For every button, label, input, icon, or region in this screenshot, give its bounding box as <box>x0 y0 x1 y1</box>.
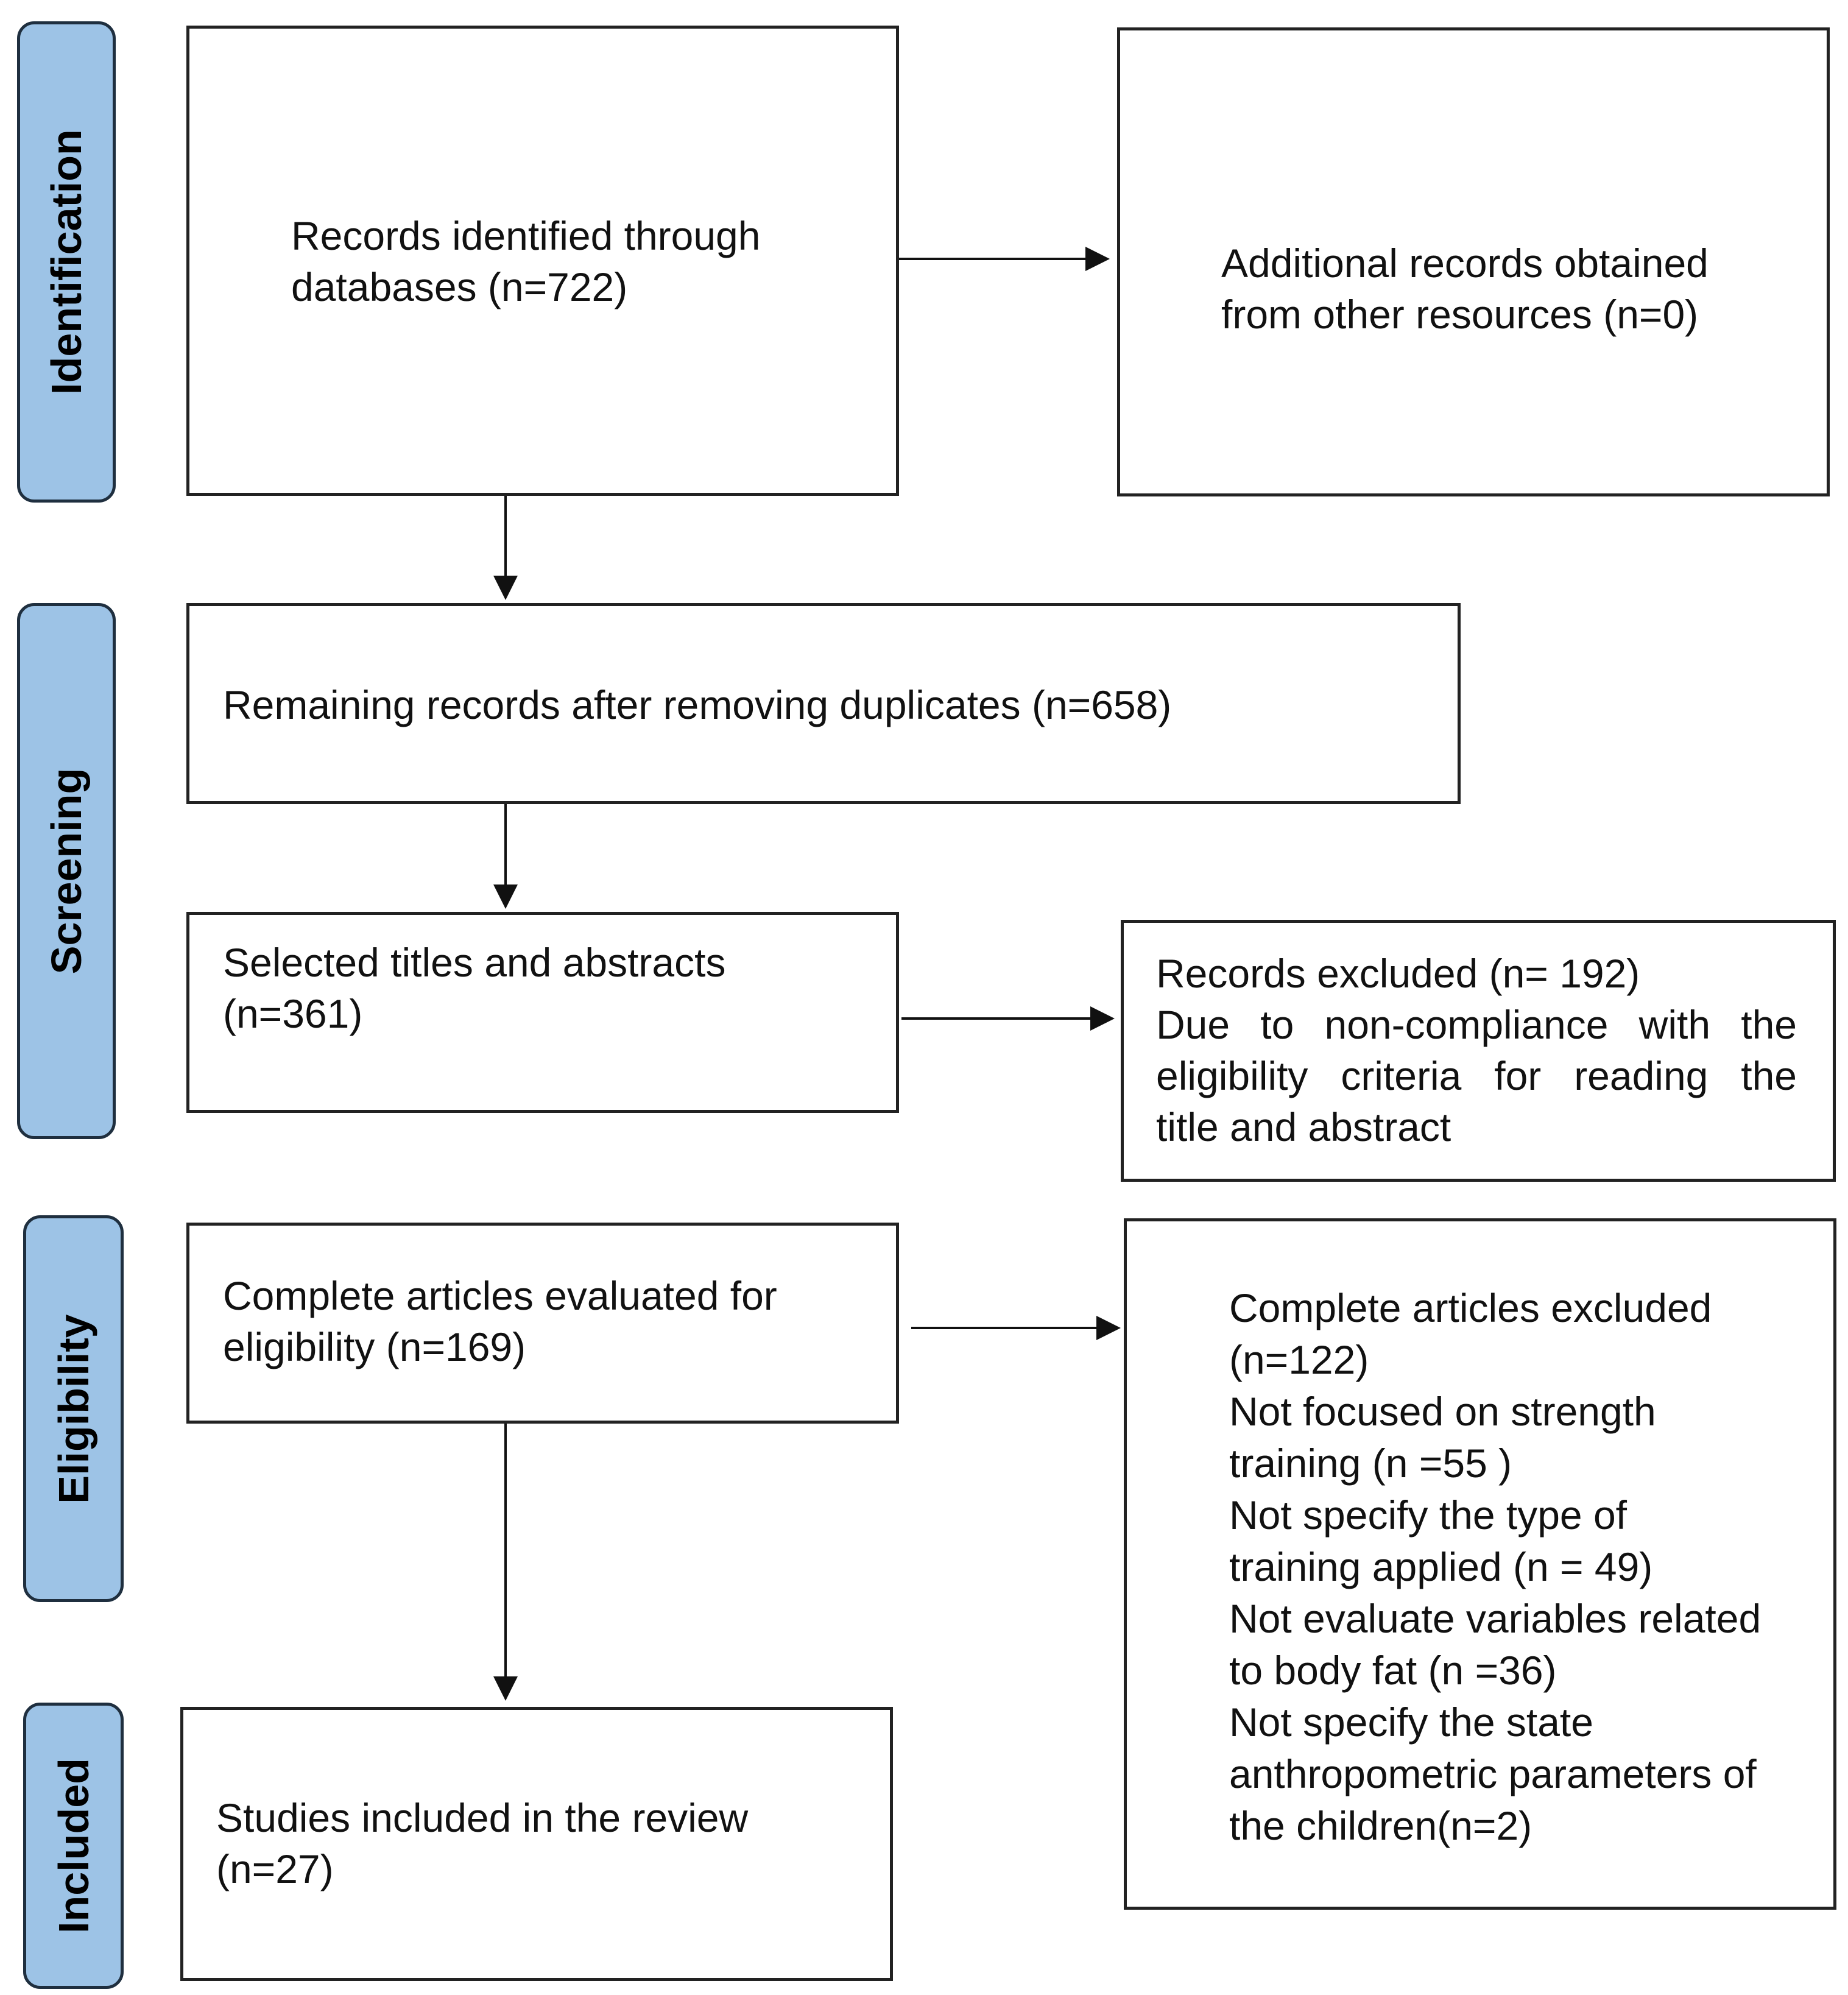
records-excluded-box <box>1121 920 1836 1182</box>
arrowhead <box>493 885 518 909</box>
remaining-records-text: Remaining records after removing duplica… <box>223 679 1171 730</box>
remaining-records-box <box>186 603 1461 804</box>
stage-screening: Screening <box>17 603 116 1139</box>
text-line: training (n =55 ) <box>1229 1441 1512 1486</box>
justified-line: Due to non-compliance with the <box>1156 1002 1797 1047</box>
stage-eligibility: Eligibility <box>23 1215 124 1602</box>
text-line: to body fat (n =36) <box>1229 1648 1557 1693</box>
records-identified-box <box>186 26 899 496</box>
text-line: Additional records obtained <box>1221 241 1709 286</box>
text-line: the children(n=2) <box>1229 1803 1532 1848</box>
studies-included-box <box>180 1707 893 1981</box>
text-line: Records identified through <box>291 213 761 258</box>
selected-titles-text: Selected titles and abstracts (n=361) <box>223 937 725 1039</box>
text-line: Not specify the state <box>1229 1700 1593 1745</box>
text-line: (n=361) <box>223 991 363 1036</box>
text-line: training applied (n = 49) <box>1229 1544 1653 1589</box>
text-line: anthropometric parameters of <box>1229 1751 1757 1796</box>
text-line: (n=27) <box>216 1846 334 1891</box>
additional-records-text: Additional records obtained from other r… <box>1221 238 1709 340</box>
justified-line: eligibility criteria for reading the <box>1156 1053 1797 1098</box>
text-line: Not specify the type of <box>1229 1492 1628 1538</box>
text-line: Not focused on strength <box>1229 1389 1656 1434</box>
complete-evaluated-text: Complete articles evaluated for eligibil… <box>223 1270 777 1372</box>
arrowhead <box>1096 1316 1121 1340</box>
text-line: from other resources (n=0) <box>1221 292 1699 337</box>
arrowhead <box>1085 247 1110 271</box>
arrowhead <box>1090 1006 1115 1031</box>
text-line: Selected titles and abstracts <box>223 940 726 985</box>
text-line: Records excluded (n= 192) <box>1156 951 1640 996</box>
complete-excluded-text: Complete articles excluded (n=122) Not f… <box>1229 1282 1761 1852</box>
arrowhead <box>493 1676 518 1701</box>
selected-titles-box <box>186 912 899 1113</box>
records-identified-text: Records identified through databases (n=… <box>291 210 760 312</box>
additional-records-box <box>1117 27 1830 496</box>
text-line: Studies included in the review <box>216 1795 749 1840</box>
arrowhead <box>493 576 518 600</box>
text-line: databases (n=722) <box>291 264 628 309</box>
text-line: Not evaluate variables related <box>1229 1596 1762 1641</box>
stage-identification: Identification <box>17 21 116 503</box>
text-line: Complete articles excluded <box>1229 1285 1712 1330</box>
text-line: eligibility (n=169) <box>223 1324 526 1369</box>
studies-included-text: Studies included in the review (n=27) <box>216 1792 748 1894</box>
records-excluded-text: Records excluded (n= 192) Due to non-com… <box>1156 948 1797 1153</box>
text-line: (n=122) <box>1229 1337 1369 1382</box>
text-line: title and abstract <box>1156 1104 1451 1149</box>
complete-evaluated-box <box>186 1223 899 1424</box>
text-line: Remaining records after removing duplica… <box>223 682 1172 727</box>
complete-excluded-box <box>1124 1218 1836 1910</box>
text-line: Complete articles evaluated for <box>223 1273 777 1318</box>
stage-included: Included <box>23 1703 124 1989</box>
